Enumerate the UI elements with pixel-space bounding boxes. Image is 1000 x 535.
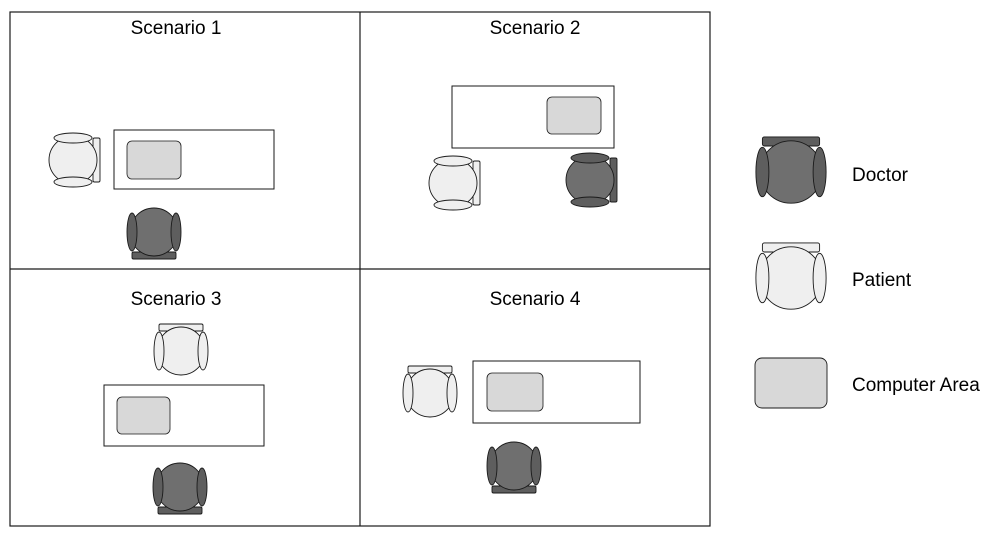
doctor-chair-icon bbox=[755, 136, 827, 204]
computer-area bbox=[116, 396, 171, 435]
patient-chair-icon bbox=[153, 323, 209, 376]
scenario-4: Scenario 4 bbox=[402, 289, 641, 494]
scenario-title: Scenario 1 bbox=[131, 18, 222, 39]
scenario-2: Scenario 2 bbox=[428, 18, 618, 211]
doctor-chair-icon bbox=[152, 462, 208, 515]
doctor-chair-icon bbox=[565, 152, 618, 208]
legend-label-doctor: Doctor bbox=[852, 165, 909, 186]
patient-chair-icon bbox=[402, 365, 458, 418]
scenario-grid bbox=[9, 11, 711, 527]
computer-area bbox=[546, 96, 602, 135]
legend-doctor: Doctor bbox=[755, 136, 909, 204]
legend: Doctor Patient Computer Area bbox=[754, 136, 980, 409]
legend-label-computer-area: Computer Area bbox=[852, 375, 980, 396]
legend-patient: Patient bbox=[755, 242, 912, 310]
computer-area bbox=[126, 140, 182, 180]
doctor-chair-icon bbox=[126, 207, 182, 260]
scenario-3: Scenario 3 bbox=[103, 289, 265, 515]
computer-area bbox=[486, 372, 544, 412]
scenario-title: Scenario 2 bbox=[490, 18, 581, 39]
scenario-1: Scenario 1 bbox=[48, 18, 275, 260]
scenario-title: Scenario 3 bbox=[131, 289, 222, 310]
desk bbox=[451, 85, 615, 149]
scenario-title: Scenario 4 bbox=[490, 289, 581, 310]
legend-label-patient: Patient bbox=[852, 270, 912, 291]
patient-chair-icon bbox=[755, 242, 827, 310]
patient-chair-icon bbox=[428, 155, 481, 211]
legend-computer-area: Computer Area bbox=[754, 357, 980, 409]
computer-area-icon bbox=[754, 357, 828, 409]
doctor-chair-icon bbox=[486, 441, 542, 494]
patient-chair-icon bbox=[48, 132, 101, 188]
